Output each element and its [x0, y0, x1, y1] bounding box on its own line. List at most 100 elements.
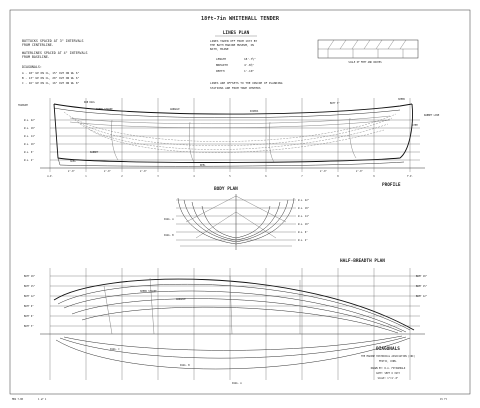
- svg-text:STEM: STEM: [412, 124, 418, 127]
- notes-center: LINES TAKEN OFF FROM 1973 BY THE BATH MA…: [210, 39, 257, 51]
- svg-text:BUTT 12": BUTT 12": [24, 295, 35, 298]
- svg-text:2'-0": 2'-0": [140, 170, 147, 173]
- svg-text:SHEER STRAKE: SHEER STRAKE: [140, 290, 157, 293]
- diagonal-c: [63, 335, 403, 351]
- svg-text:BUTT 3": BUTT 3": [330, 102, 340, 105]
- half-breadth-view: HALF-BREADTH PLAN: [24, 258, 427, 385]
- svg-text:2'-0": 2'-0": [104, 170, 111, 173]
- svg-text:RISERS: RISERS: [250, 110, 259, 113]
- svg-text:BUTT 9": BUTT 9": [24, 305, 34, 308]
- svg-text:W.L. 6": W.L. 6": [298, 231, 308, 234]
- credit-block: DIAGONALS THE MARINE HISTORICAL ASSOCIAT…: [361, 346, 415, 380]
- svg-text:SHEER: SHEER: [398, 98, 406, 101]
- svg-text:W.L. 10": W.L. 10": [298, 223, 309, 226]
- svg-text:DIAG. A: DIAG. A: [164, 218, 174, 221]
- half-breadth-label: HALF-BREADTH PLAN: [340, 258, 385, 264]
- scale-label: SCALE OF FEET AND INCHES: [348, 61, 382, 64]
- svg-text:RABBET LINE: RABBET LINE: [424, 114, 440, 117]
- svg-text:DIAG. A: DIAG. A: [232, 382, 242, 385]
- svg-text:A - 18" UP ON CL, 15" OUT ON W: A - 18" UP ON CL, 15" OUT ON WL 6": [22, 71, 80, 75]
- svg-text:BUTT 18": BUTT 18": [416, 275, 427, 278]
- svg-text:LINES TAKEN OFF FROM 1973 BY: LINES TAKEN OFF FROM 1973 BY: [210, 39, 257, 43]
- svg-text:1'-10": 1'-10": [244, 69, 254, 73]
- particulars: LENGTH 18'-7⅛" BREADTH 4'-8⅛" DEPTH 1'-1…: [216, 57, 256, 73]
- footer-right: 15 ft: [440, 398, 448, 401]
- svg-text:DRAWN BY: R.A. FITZGERALD: DRAWN BY: R.A. FITZGERALD: [371, 367, 406, 370]
- svg-text:BREADTH: BREADTH: [216, 63, 228, 67]
- svg-text:7: 7: [301, 175, 303, 178]
- svg-text:THE BATH MARINE MUSEUM, IN: THE BATH MARINE MUSEUM, IN: [210, 43, 254, 47]
- svg-text:W.L. 22": W.L. 22": [24, 119, 35, 122]
- svg-text:2'-0": 2'-0": [68, 170, 75, 173]
- svg-text:GUNWALE: GUNWALE: [176, 298, 186, 301]
- svg-text:THE MARINE HISTORICAL ASSOCIAT: THE MARINE HISTORICAL ASSOCIATION (INC): [361, 355, 415, 358]
- profile-view: TRANSOM RUB RAIL SHEER STRAKE GUNWALE RI…: [18, 98, 440, 188]
- svg-text:MYSTIC, CONN.: MYSTIC, CONN.: [379, 360, 397, 363]
- svg-text:W.L. 18": W.L. 18": [24, 127, 35, 130]
- svg-text:W.L. 6": W.L. 6": [24, 151, 34, 154]
- svg-text:DIAGONALS:: DIAGONALS:: [22, 65, 42, 69]
- svg-text:3: 3: [157, 175, 159, 178]
- body-plan-label: BODY PLAN: [214, 186, 238, 192]
- drawing-border: [9, 9, 471, 395]
- svg-text:WATERLINES SPACED AT 4" INTERV: WATERLINES SPACED AT 4" INTERVALS: [22, 51, 88, 55]
- svg-text:9: 9: [373, 175, 375, 178]
- svg-text:RUB RAIL: RUB RAIL: [84, 101, 96, 104]
- svg-text:2: 2: [121, 175, 123, 178]
- svg-text:DEPTH: DEPTH: [216, 69, 225, 73]
- svg-text:BUTT 3": BUTT 3": [24, 325, 34, 328]
- svg-text:1: 1: [85, 175, 87, 178]
- svg-text:SKEG: SKEG: [70, 160, 76, 163]
- svg-text:A.P.: A.P.: [47, 175, 53, 178]
- svg-text:LINES ARE OFFSETS TO THE INSID: LINES ARE OFFSETS TO THE INSIDE OF PLANK…: [210, 81, 283, 85]
- svg-text:4: 4: [193, 175, 195, 178]
- svg-text:W.L. 2": W.L. 2": [298, 239, 308, 242]
- svg-text:BUTT 18": BUTT 18": [24, 275, 35, 278]
- svg-text:SHEER STRAKE: SHEER STRAKE: [96, 108, 113, 111]
- svg-text:W.L. 18": W.L. 18": [298, 207, 309, 210]
- svg-text:W.L. 2": W.L. 2": [24, 159, 34, 162]
- svg-text:W.L. 10": W.L. 10": [24, 143, 35, 146]
- svg-text:FROM CENTERLINE.: FROM CENTERLINE.: [22, 43, 54, 47]
- svg-text:FROM BASELINE.: FROM BASELINE.: [22, 55, 50, 59]
- svg-text:5: 5: [229, 175, 231, 178]
- svg-text:2'-0": 2'-0": [320, 170, 327, 173]
- svg-text:TRANSOM: TRANSOM: [18, 104, 28, 107]
- drawing-title: 18ft-7in WHITEHALL TENDER: [201, 16, 280, 22]
- footer-center: 1 of 1: [38, 398, 47, 401]
- half-breadth-sheer: [53, 278, 415, 331]
- svg-text:W.L. 14": W.L. 14": [24, 135, 35, 138]
- notes-lines-offsets: LINES ARE OFFSETS TO THE INSIDE OF PLANK…: [210, 81, 283, 90]
- body-plan-view: BODY PLAN: [164, 186, 309, 250]
- hull-profile: [53, 103, 413, 163]
- scale-bar: SCALE OF FEET AND INCHES: [317, 39, 419, 64]
- diagonals-label: DIAGONALS: [376, 346, 400, 352]
- svg-text:SCALE: 1"=1'-0": SCALE: 1"=1'-0": [378, 377, 399, 380]
- diagonal-b: [59, 336, 407, 359]
- svg-text:STATIONS ARE FROM TRUE CENTERS: STATIONS ARE FROM TRUE CENTERS: [210, 86, 261, 90]
- svg-text:DIAG. B: DIAG. B: [180, 364, 190, 367]
- svg-text:B - 13" UP ON CL, 20" OUT ON W: B - 13" UP ON CL, 20" OUT ON WL 6": [22, 76, 80, 80]
- svg-text:4'-8⅛": 4'-8⅛": [244, 63, 254, 67]
- svg-text:W.L. 22": W.L. 22": [298, 199, 309, 202]
- svg-text:W.L. 14": W.L. 14": [298, 215, 309, 218]
- svg-text:DATE: SEPT 6 1973: DATE: SEPT 6 1973: [376, 372, 400, 375]
- svg-text:DIAG. C: DIAG. C: [110, 348, 120, 351]
- svg-text:DIAG. B: DIAG. B: [164, 234, 174, 237]
- svg-text:8: 8: [337, 175, 339, 178]
- svg-text:BUTT 15": BUTT 15": [416, 285, 427, 288]
- svg-text:BUTT 12": BUTT 12": [416, 295, 427, 298]
- svg-text:2'-0": 2'-0": [356, 170, 363, 173]
- svg-text:LENGTH: LENGTH: [216, 57, 226, 61]
- svg-text:RABBET: RABBET: [90, 151, 99, 154]
- svg-text:18'-7⅛": 18'-7⅛": [244, 57, 256, 61]
- svg-text:6: 6: [265, 175, 267, 178]
- notes-left: BUTTOCKS SPACED AT 3" INTERVALS FROM CEN…: [22, 39, 88, 85]
- footer-left: MHA 7-80: [12, 398, 24, 401]
- svg-text:F.P.: F.P.: [407, 175, 413, 178]
- diagonal-a: [55, 337, 411, 370]
- svg-text:BUTTOCKS SPACED AT 3" INTERVAL: BUTTOCKS SPACED AT 3" INTERVALS: [22, 39, 84, 43]
- svg-text:KEEL: KEEL: [200, 164, 206, 167]
